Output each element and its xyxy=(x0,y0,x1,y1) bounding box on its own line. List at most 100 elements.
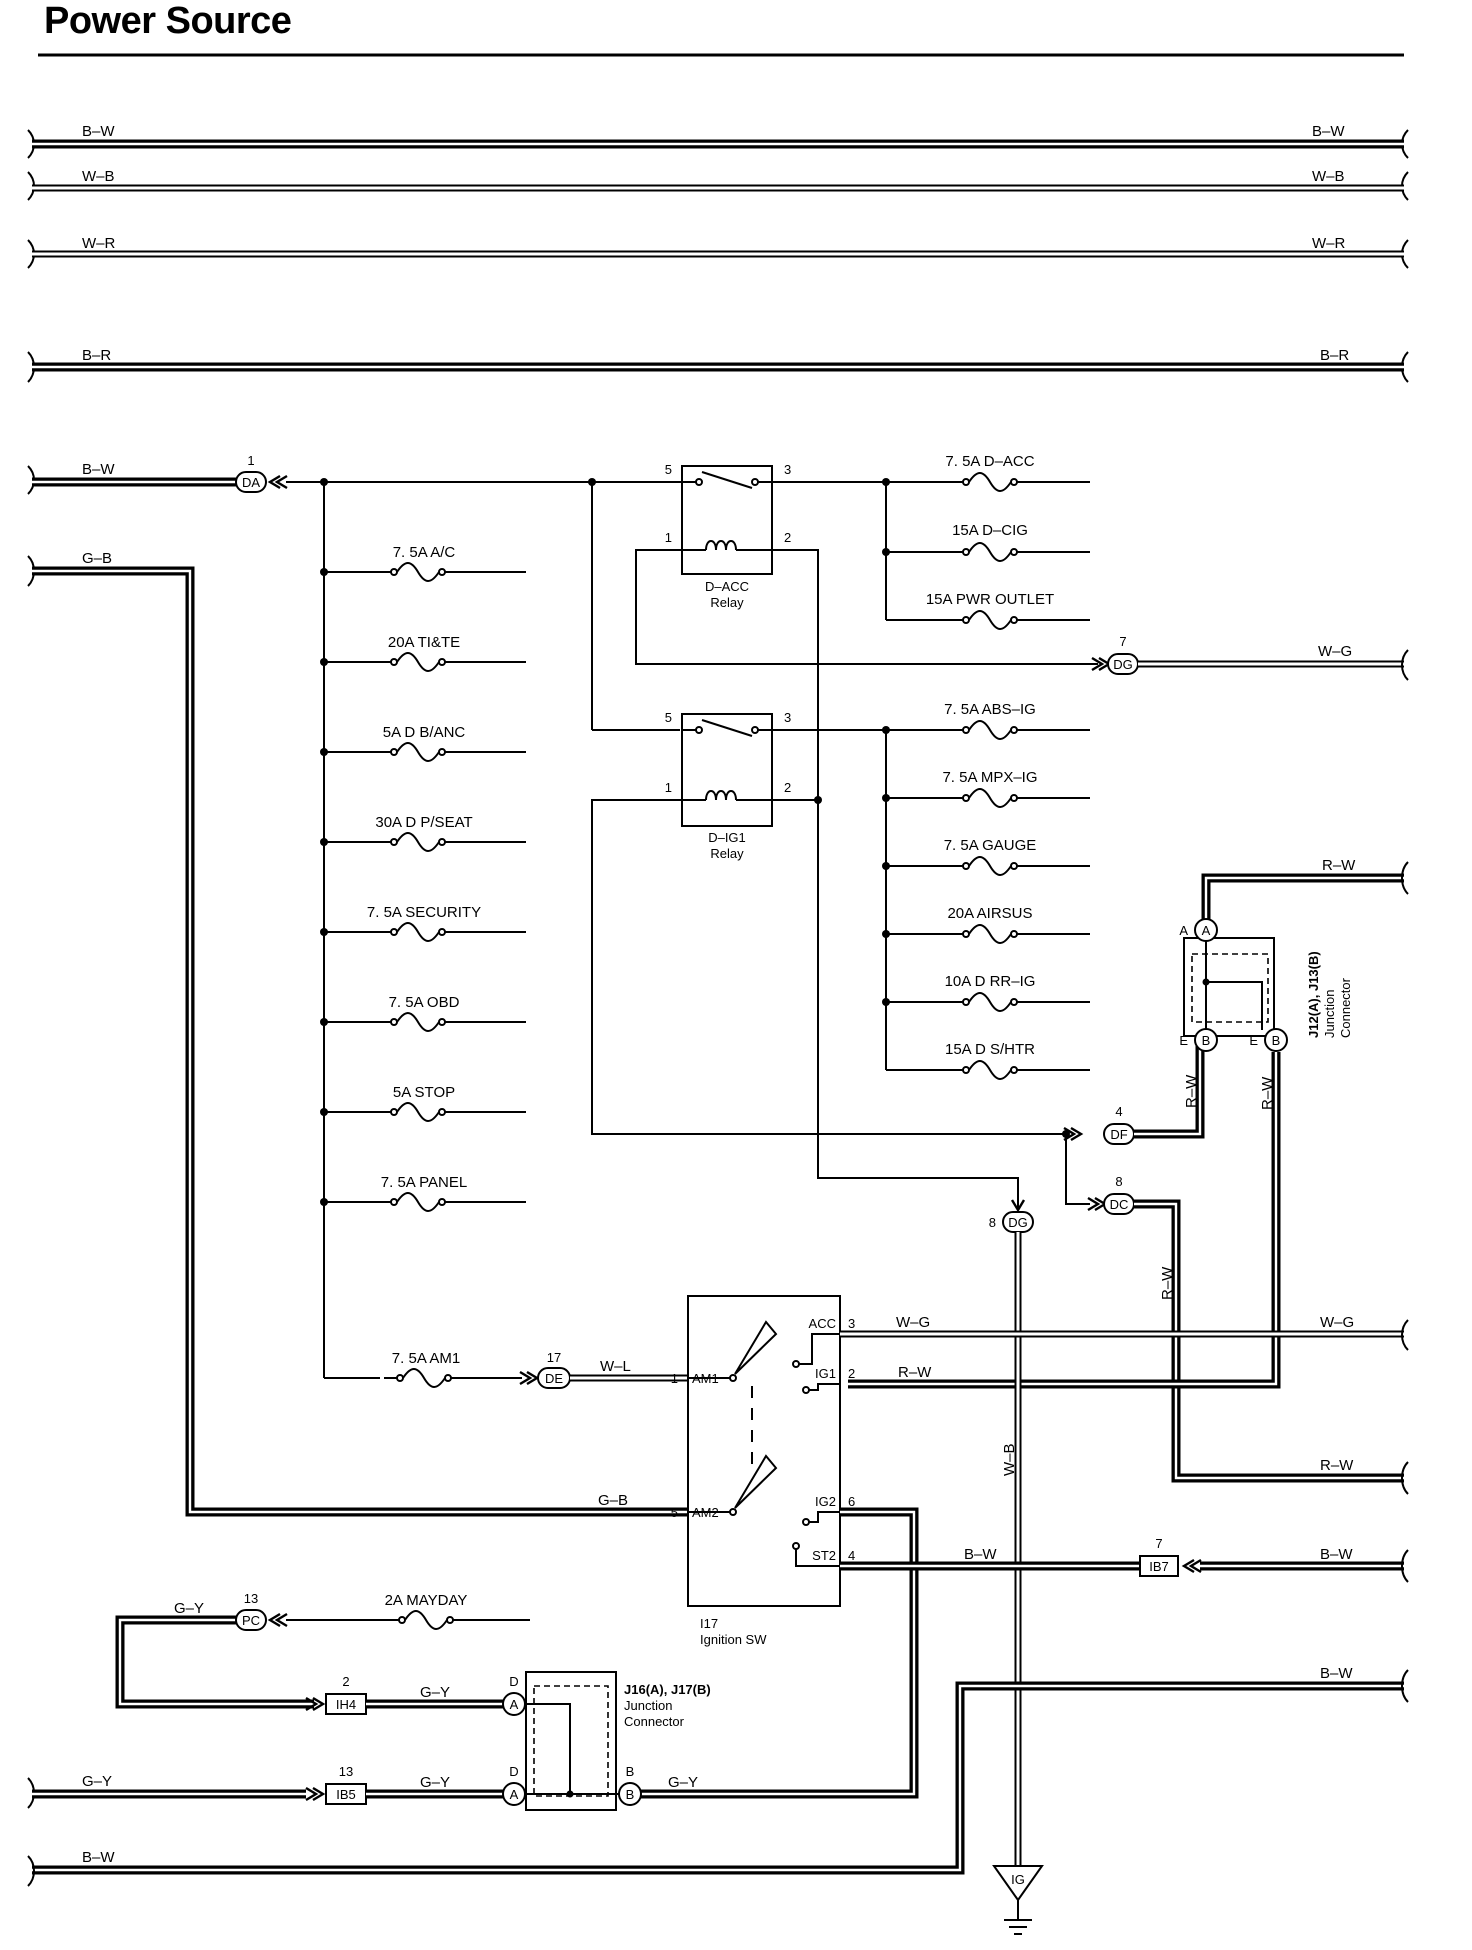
wire-label: B–W xyxy=(82,1849,115,1866)
connector-code: DF xyxy=(1110,1127,1127,1142)
connector-code: PC xyxy=(242,1613,260,1628)
wire-label: W–G xyxy=(1318,643,1352,660)
ignition-pin: 3 xyxy=(848,1316,855,1331)
wire-label: R–W xyxy=(898,1364,932,1381)
wire-label: G–Y xyxy=(420,1774,450,1791)
fuse-label: 7. 5A ABS–IG xyxy=(944,701,1036,718)
wire-label: R–W xyxy=(1259,1076,1276,1110)
fuse-label: 10A D RR–IG xyxy=(945,973,1036,990)
ig1-fuse-group xyxy=(882,720,1090,1080)
wire-gb xyxy=(27,555,688,1517)
bus-label-right: W–B xyxy=(1312,168,1345,185)
wire-label: G–Y xyxy=(668,1774,698,1791)
relay-sub: Relay xyxy=(710,595,744,610)
page-title: Power Source xyxy=(44,0,292,42)
bus-wire-bw xyxy=(27,129,1409,159)
relay-pin: 5 xyxy=(665,462,672,477)
fuse-label: 7. 5A D–ACC xyxy=(945,453,1034,470)
junction-pin-label: A xyxy=(1202,923,1211,938)
relay-pin: 1 xyxy=(665,530,672,545)
ignition-pin: 1 xyxy=(671,1371,678,1386)
ignition-label: ST2 xyxy=(812,1548,836,1563)
junction-j12 xyxy=(1183,918,1288,1052)
ignition-switch xyxy=(687,1295,841,1607)
fuse-label: 7. 5A GAUGE xyxy=(944,837,1037,854)
bus-label-left: B–W xyxy=(82,123,115,140)
junction-pin: B xyxy=(626,1764,635,1779)
ignition-pin: 6 xyxy=(848,1494,855,1509)
junction-sub: Junction xyxy=(624,1698,672,1713)
connector-code: DG xyxy=(1008,1215,1028,1230)
fuse-label: 7. 5A AM1 xyxy=(392,1350,460,1367)
junction-pin: E xyxy=(1249,1033,1258,1048)
connector-pin: 13 xyxy=(339,1764,353,1779)
ignition-pin: 5 xyxy=(671,1505,678,1520)
fuse-label: 20A TI&TE xyxy=(388,634,460,651)
bus-label-left: B–R xyxy=(82,347,111,364)
fuse-label: 5A D B/ANC xyxy=(383,724,466,741)
wire-label: B–W xyxy=(964,1546,997,1563)
relay-pin: 5 xyxy=(665,710,672,725)
relay-name: D–IG1 xyxy=(708,830,746,845)
connector-pin: 8 xyxy=(989,1215,996,1230)
junction-pin: D xyxy=(509,1764,518,1779)
connector-code: DA xyxy=(242,475,260,490)
wire-label: R–W xyxy=(1320,1457,1354,1474)
bus-wire-wr xyxy=(27,239,1409,269)
bus-wire-br xyxy=(27,351,1409,383)
wire-label: W–G xyxy=(896,1314,930,1331)
junction-j16 xyxy=(502,1671,642,1811)
bus-label-left: W–B xyxy=(82,168,115,185)
ignition-label: IG2 xyxy=(815,1494,836,1509)
junction-pin-label: B xyxy=(1202,1033,1211,1048)
relay-name: D–ACC xyxy=(705,579,749,594)
fuse-label: 7. 5A SECURITY xyxy=(367,904,481,921)
bus-label-right: B–W xyxy=(1312,123,1345,140)
fuse-label: 15A PWR OUTLET xyxy=(926,591,1054,608)
junction-sub: Connector xyxy=(1338,977,1353,1038)
ground-code: IG xyxy=(1011,1872,1025,1887)
junction-pin-label: B xyxy=(626,1787,635,1802)
connector-ib7 xyxy=(1139,1555,1202,1577)
fuse-label: 30A D P/SEAT xyxy=(375,814,472,831)
ignition-pin: 4 xyxy=(848,1548,855,1563)
relay-sub: Relay xyxy=(710,846,744,861)
wire-label: G–B xyxy=(82,550,112,567)
junction-pin: E xyxy=(1179,1033,1188,1048)
wire-label: W–B xyxy=(1001,1443,1018,1476)
fuse-mayday xyxy=(385,1610,467,1630)
left-fuse-group xyxy=(320,562,526,1212)
bus-label-right: W–R xyxy=(1312,235,1346,252)
relay-pin: 1 xyxy=(665,780,672,795)
connector-pc xyxy=(235,1609,288,1631)
fuse-label: 7. 5A A/C xyxy=(393,544,456,561)
junction-pin-label: A xyxy=(510,1697,519,1712)
wire-label: B–W xyxy=(82,461,115,478)
connector-pin: 2 xyxy=(342,1674,349,1689)
wire-label: G–Y xyxy=(420,1684,450,1701)
junction-title: J12(A), J13(B) xyxy=(1306,951,1321,1038)
fuse-label: 7. 5A MPX–IG xyxy=(942,769,1037,786)
connector-code: IH4 xyxy=(336,1697,356,1712)
wire-bw-input xyxy=(27,465,236,495)
bus-label-right: B–R xyxy=(1320,347,1349,364)
connector-code: DE xyxy=(545,1371,563,1386)
junction-pin-label: A xyxy=(510,1787,519,1802)
ignition-label: AM2 xyxy=(692,1505,719,1520)
ground-ig xyxy=(992,1865,1044,1935)
ignition-label: AM1 xyxy=(692,1371,719,1386)
fuse-am1 xyxy=(383,1368,465,1388)
connector-pin: 7 xyxy=(1119,634,1126,649)
connector-pin: 1 xyxy=(247,453,254,468)
junction-pin-label: B xyxy=(1272,1033,1281,1048)
wire-label: B–W xyxy=(1320,1546,1353,1563)
connector-pin: 7 xyxy=(1155,1536,1162,1551)
wire-label: G–Y xyxy=(82,1773,112,1790)
relay-pin: 2 xyxy=(784,530,791,545)
connector-pin: 8 xyxy=(1115,1174,1122,1189)
ignition-name: Ignition SW xyxy=(700,1632,767,1647)
relay-d-ig1 xyxy=(681,713,773,827)
fuse-label: 15A D S/HTR xyxy=(945,1041,1035,1058)
fuse-label: 15A D–CIG xyxy=(952,522,1028,539)
